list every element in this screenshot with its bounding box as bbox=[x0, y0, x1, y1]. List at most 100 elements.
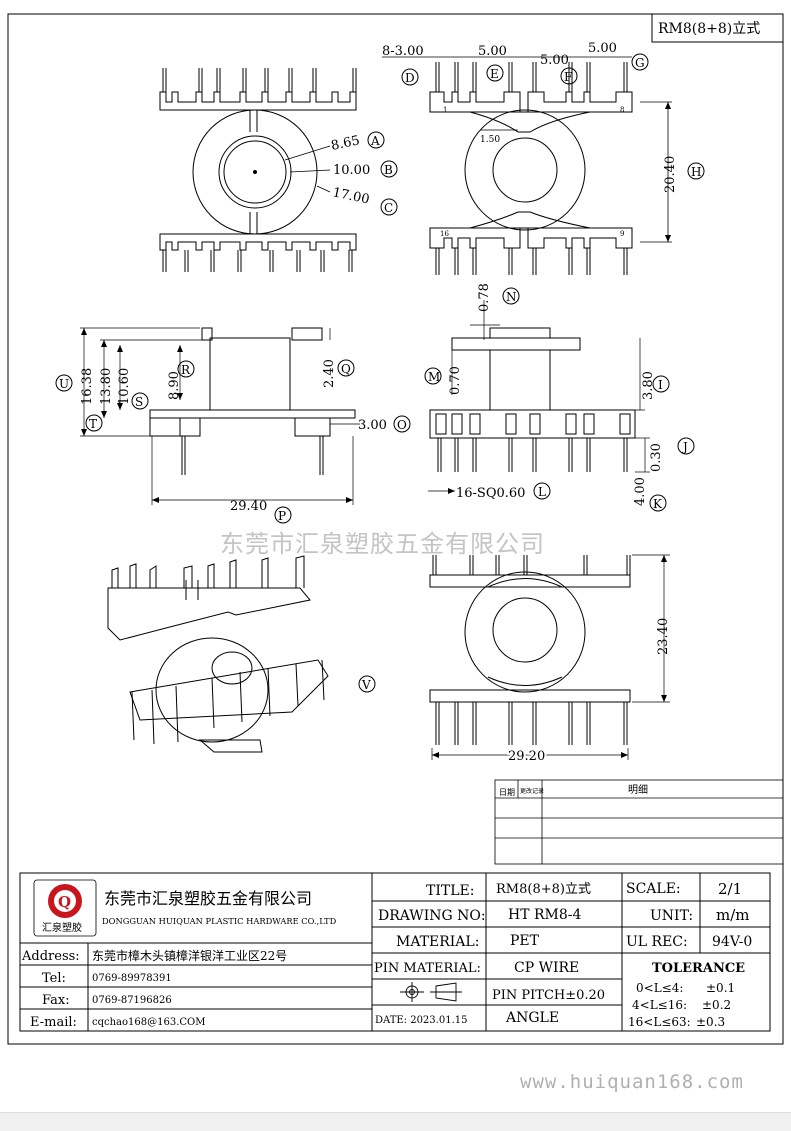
view-bottom-plan bbox=[429, 554, 670, 760]
unit-value: m/m bbox=[716, 906, 750, 924]
dim-t-value: 13.80 bbox=[99, 368, 114, 405]
title-value: RM8(8+8)立式 bbox=[496, 882, 591, 897]
dim-e-label: E bbox=[490, 67, 499, 81]
address-label: Address: bbox=[21, 949, 80, 964]
revision-table bbox=[494, 779, 784, 865]
dim-j-label: J bbox=[681, 440, 688, 454]
tolerance-range-1: 0<L≤4: bbox=[636, 981, 683, 995]
dim-r-label: R bbox=[181, 363, 191, 377]
revision-date-header: 日期 bbox=[499, 788, 515, 797]
projection-symbol-icon bbox=[400, 982, 462, 1002]
dim-p-label: P bbox=[278, 509, 286, 523]
dim-o-value: 3.00 bbox=[358, 418, 387, 433]
front-pin-slots bbox=[435, 413, 631, 435]
email-value: cqchao168@163.COM bbox=[92, 1017, 205, 1028]
address-value: 东莞市樟木头镇樟洋银洋工业区22号 bbox=[92, 948, 287, 963]
dim-t-label: T bbox=[89, 417, 97, 431]
scale-label: SCALE: bbox=[626, 881, 681, 897]
scale-value: 2/1 bbox=[718, 880, 742, 898]
material-value: PET bbox=[510, 933, 540, 949]
side-dimensions: 16.38 U 13.80 T 10.60 S 8.90 R 2.40 Q 3.… bbox=[55, 359, 411, 524]
dim-s-label: S bbox=[135, 395, 143, 409]
title-block-frame bbox=[19, 872, 771, 1032]
inner-bore bbox=[223, 140, 287, 204]
top-right-pins bbox=[435, 62, 628, 92]
top-pins bbox=[162, 68, 357, 92]
bottom-pins bbox=[162, 250, 353, 272]
bobbin-outer bbox=[464, 109, 586, 231]
dim-h-value: 20.40 bbox=[663, 156, 678, 193]
pin-material-value: CP WIRE bbox=[514, 960, 579, 976]
date-text: DATE: 2023.01.15 bbox=[375, 1015, 467, 1026]
company-name-en: DONGGUAN HUIQUAN PLASTIC HARDWARE CO.,LT… bbox=[102, 916, 337, 926]
dim-e-value: 5.00 bbox=[478, 44, 507, 59]
title-label: TITLE: bbox=[426, 883, 474, 899]
view-top-right bbox=[382, 56, 672, 275]
dim-c-label: C bbox=[384, 201, 393, 215]
dim-p-value: 29.40 bbox=[230, 499, 267, 514]
front-pins bbox=[437, 438, 628, 472]
bottom-plan-outer bbox=[464, 571, 586, 693]
front-dimensions: 0.78 N 0.70 M 3.80 I 0.30 J 4.00 K 16-SQ… bbox=[424, 283, 695, 512]
dim-k-label: K bbox=[653, 497, 663, 511]
pin-label-1: 1 bbox=[443, 106, 447, 114]
fax-value: 0769-87196826 bbox=[92, 995, 172, 1006]
pin-label-16: 16 bbox=[440, 230, 449, 238]
dim-v-label: V bbox=[361, 678, 371, 692]
dim-o-label: O bbox=[397, 418, 407, 432]
logo-caption: 汇泉塑胶 bbox=[42, 921, 82, 934]
dim-f-value: 5.00 bbox=[540, 53, 569, 68]
material-label: MATERIAL: bbox=[396, 934, 479, 950]
bore-dimensions: 8.65 A 10.00 B 17.00 C bbox=[330, 131, 398, 216]
revision-change-header: 更改记录 bbox=[520, 787, 544, 795]
top-right-dimensions: 8-3.00 D 5.00 E 5.00 F 5.00 G 20.40 H 1.… bbox=[382, 41, 705, 238]
dim-g-label: G bbox=[635, 56, 645, 70]
bottom-plan-inner bbox=[492, 597, 558, 663]
model-box-text: RM8(8+8)立式 bbox=[658, 21, 760, 37]
bottom-right-pins bbox=[435, 248, 628, 275]
dim-small-gap: 1.50 bbox=[480, 135, 500, 145]
pin-label-9: 9 bbox=[620, 230, 624, 238]
view-top-plan bbox=[159, 68, 357, 272]
model-box: RM8(8+8)立式 bbox=[651, 13, 784, 43]
pin-material-label: PIN MATERIAL: bbox=[374, 961, 481, 976]
bobbin-inner bbox=[492, 137, 558, 203]
dim-m-label: M bbox=[428, 370, 440, 384]
revision-detail-header: 明细 bbox=[628, 783, 648, 796]
email-label: E-mail: bbox=[30, 1015, 77, 1030]
bottom-plan-bottom-pins bbox=[435, 702, 628, 745]
dim-q-label: Q bbox=[341, 362, 351, 376]
view-front-right bbox=[428, 300, 650, 494]
dim-l-label: L bbox=[538, 485, 546, 499]
dim-l-value: 16-SQ0.60 bbox=[456, 486, 525, 501]
sheet-border bbox=[7, 13, 784, 1045]
dim-i-value: 3.80 bbox=[641, 371, 656, 400]
ul-rec-value: 94V-0 bbox=[712, 934, 752, 950]
dim-j-value: 0.30 bbox=[649, 443, 664, 472]
tolerance-range-3: 16<L≤63: bbox=[628, 1015, 691, 1029]
dim-a-value: 8.65 bbox=[330, 133, 361, 154]
unit-label: UNIT: bbox=[650, 908, 693, 924]
view-side-left bbox=[80, 327, 360, 505]
iso-top-pins bbox=[111, 555, 305, 600]
tel-value: 0769-89978391 bbox=[92, 973, 172, 984]
angle-label: ANGLE bbox=[505, 1010, 559, 1026]
dim-h-label: H bbox=[691, 165, 701, 179]
company-logo: Q 汇泉塑胶 bbox=[33, 879, 97, 937]
website-text: www.huiquan168.com bbox=[520, 1071, 744, 1093]
tolerance-title: TOLERANCE bbox=[652, 961, 745, 976]
dim-f-label: F bbox=[564, 70, 572, 84]
tolerance-value-3: ±0.3 bbox=[696, 1015, 725, 1029]
dim-r-value: 8.90 bbox=[167, 371, 182, 400]
tel-label: Tel: bbox=[42, 971, 66, 986]
pin-pitch-text: PIN PITCH±0.20 bbox=[492, 988, 605, 1003]
dim-width2-value: 29.20 bbox=[508, 749, 545, 764]
drawing-no-label: DRAWING NO: bbox=[378, 908, 486, 924]
dim-u-label: U bbox=[59, 377, 69, 391]
dim-a-label: A bbox=[370, 134, 380, 148]
bottom-strip bbox=[0, 1112, 791, 1131]
dim-u-value: 16.38 bbox=[80, 368, 95, 405]
dim-i-label: I bbox=[658, 378, 663, 392]
watermark-text: 东莞市汇泉塑胶五金有限公司 bbox=[220, 530, 545, 558]
dim-b-label: B bbox=[384, 163, 393, 177]
